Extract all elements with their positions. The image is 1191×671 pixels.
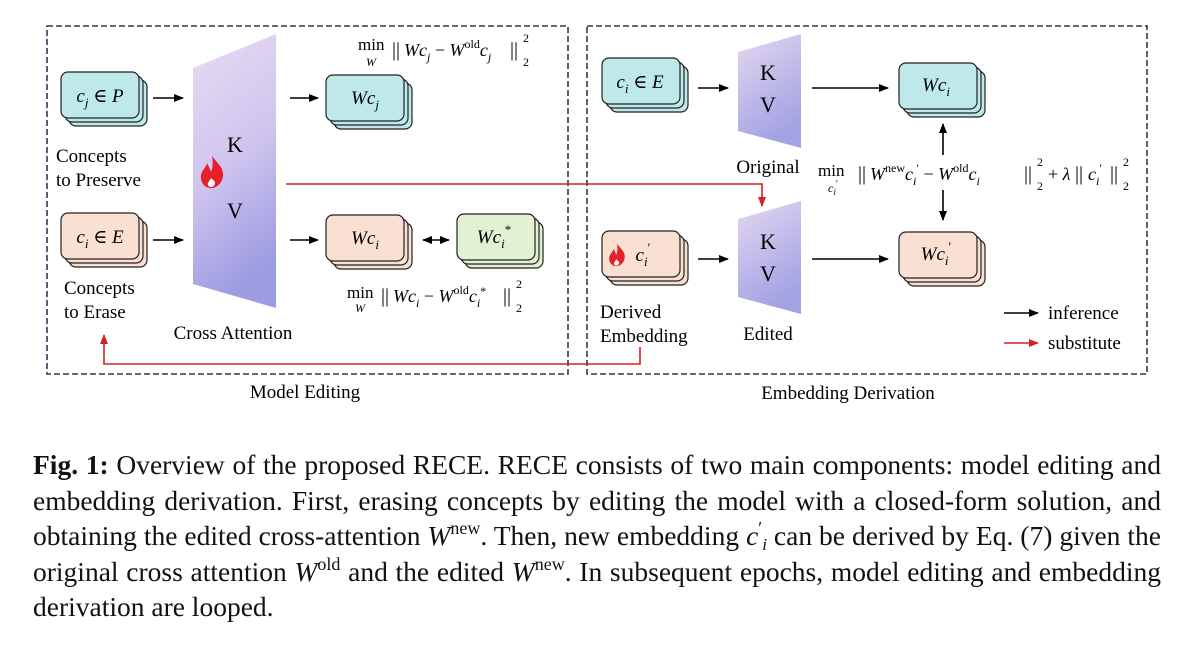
svg-text:Wci: Wci [922, 75, 950, 99]
edited-label: Edited [743, 324, 793, 345]
w-old-symbol: W [294, 555, 318, 587]
w-new-symbol-2: W [511, 555, 535, 587]
svg-text:ci ∈ E: ci ∈ E [76, 227, 124, 251]
caption-label: Fig. 1: [33, 449, 109, 480]
svg-text:2: 2 [523, 31, 529, 45]
original-k: K [760, 60, 776, 85]
svg-text:Wnewci′ − Woldci: Wnewci′ − Woldci [870, 161, 980, 188]
original-v: V [760, 92, 776, 117]
caption-text-2: . Then, new embedding [480, 520, 747, 551]
cross-attention-v: V [227, 198, 243, 223]
svg-text:min: min [818, 161, 845, 180]
svg-text:||: || [503, 285, 511, 307]
svg-text:ci′: ci′ [1088, 161, 1102, 188]
caption-text-3: can be derived by Eq. (7) given the orig… [33, 520, 1162, 587]
erase-loss-formula: min W || Wci − Woldci* || 2 2 [347, 277, 522, 315]
w-new-superscript-2: new [534, 553, 565, 574]
cross-attention-block [193, 34, 276, 308]
edited-k: K [760, 229, 776, 254]
flame-icon [200, 156, 224, 188]
svg-text:W: W [366, 55, 377, 69]
substitute-arrow-embedding [100, 334, 641, 365]
edited-attention-block [738, 201, 801, 314]
c-prime-subscript: i [762, 535, 767, 554]
svg-text:ci′: ci′ [636, 240, 651, 269]
output-preserve-card: Wcj [325, 74, 413, 130]
svg-text:2: 2 [1037, 179, 1043, 193]
erase-label: Concepts [64, 278, 135, 299]
erase-label-2: to Erase [64, 302, 126, 323]
caption-text-4: and the edited [340, 555, 512, 587]
svg-text:Wci − Woldci*: Wci − Woldci* [393, 283, 486, 310]
svg-text:||: || [858, 163, 866, 185]
derived-label: Derived [600, 302, 662, 323]
w-new-superscript: new [450, 518, 481, 538]
caption-text-1: Overview of the proposed RECE. RECE cons… [33, 449, 1161, 551]
figure-caption: Fig. 1: Overview of the proposed RECE. R… [33, 447, 1161, 625]
c-prime-symbol: c [746, 520, 759, 551]
svg-text:cj ∈ P: cj ∈ P [76, 86, 124, 110]
output-target-card: Wci* [456, 213, 544, 269]
derived-embedding-card: ci′ [601, 230, 689, 286]
svg-text:2: 2 [516, 301, 522, 315]
svg-text:||: || [1110, 163, 1118, 185]
svg-text:||: || [392, 39, 400, 61]
embedding-derivation-box [586, 25, 1148, 375]
model-editing-label: Model Editing [250, 382, 361, 403]
svg-text:||: || [1075, 163, 1083, 185]
c-prime-superscript: ′ [758, 518, 763, 538]
preserve-label-2: to Preserve [56, 170, 141, 191]
caption-text-5: . In subsequent epochs, model editing an… [33, 555, 1161, 623]
edited-v: V [760, 261, 776, 286]
svg-text:2: 2 [1037, 155, 1043, 169]
svg-text:+ λ: + λ [1048, 164, 1071, 184]
output-erase-card: Wci [325, 214, 413, 270]
svg-text:2: 2 [1123, 155, 1129, 169]
svg-text:||: || [381, 285, 389, 307]
rece-overview-diagram: cj ∈ P Concepts to Preserve ci ∈ E Conce… [46, 25, 1148, 404]
svg-text:Wcj: Wcj [351, 88, 379, 112]
cross-attention-k: K [227, 132, 243, 157]
cross-attention-label: Cross Attention [174, 323, 293, 344]
model-editing-box [46, 25, 569, 375]
w-old-superscript: old [317, 553, 341, 574]
svg-text:min: min [347, 283, 374, 302]
right-output-bottom-card: Wci′ [898, 231, 986, 287]
legend-substitute-label: substitute [1048, 333, 1121, 354]
erase-concept-card: ci ∈ E [60, 212, 148, 268]
svg-text:2: 2 [516, 277, 522, 291]
svg-text:min: min [358, 35, 385, 54]
right-output-top-card: Wci [898, 62, 986, 118]
svg-text:||: || [510, 39, 518, 61]
substitute-arrow-weights [286, 183, 766, 207]
right-erase-card: ci ∈ E [601, 57, 689, 113]
svg-text:ci ∈ E: ci ∈ E [616, 72, 664, 96]
original-attention-block [738, 34, 801, 148]
preserve-concept-card: cj ∈ P [60, 71, 148, 127]
svg-text:2: 2 [523, 55, 529, 69]
w-new-symbol: W [427, 520, 451, 551]
preserve-label: Concepts [56, 146, 127, 167]
svg-text:||: || [1024, 163, 1032, 185]
embedding-derivation-label: Embedding Derivation [761, 383, 935, 404]
original-label: Original [736, 157, 799, 178]
preserve-loss-formula: min W || Wcj − Woldcj || 2 2 [358, 31, 529, 69]
svg-text:W: W [355, 301, 366, 315]
svg-text:2: 2 [1123, 179, 1129, 193]
derivation-loss-formula: min ci′ || Wnewci′ − Woldci || 2 2 + λ |… [818, 155, 1129, 197]
derived-label-2: Embedding [600, 326, 688, 347]
svg-text:Wci: Wci [351, 228, 379, 252]
flame-icon [609, 243, 625, 267]
legend-inference-label: inference [1048, 303, 1119, 324]
svg-text:Wcj − Woldcj: Wcj − Woldcj [404, 37, 492, 64]
svg-text:ci′: ci′ [828, 179, 838, 197]
